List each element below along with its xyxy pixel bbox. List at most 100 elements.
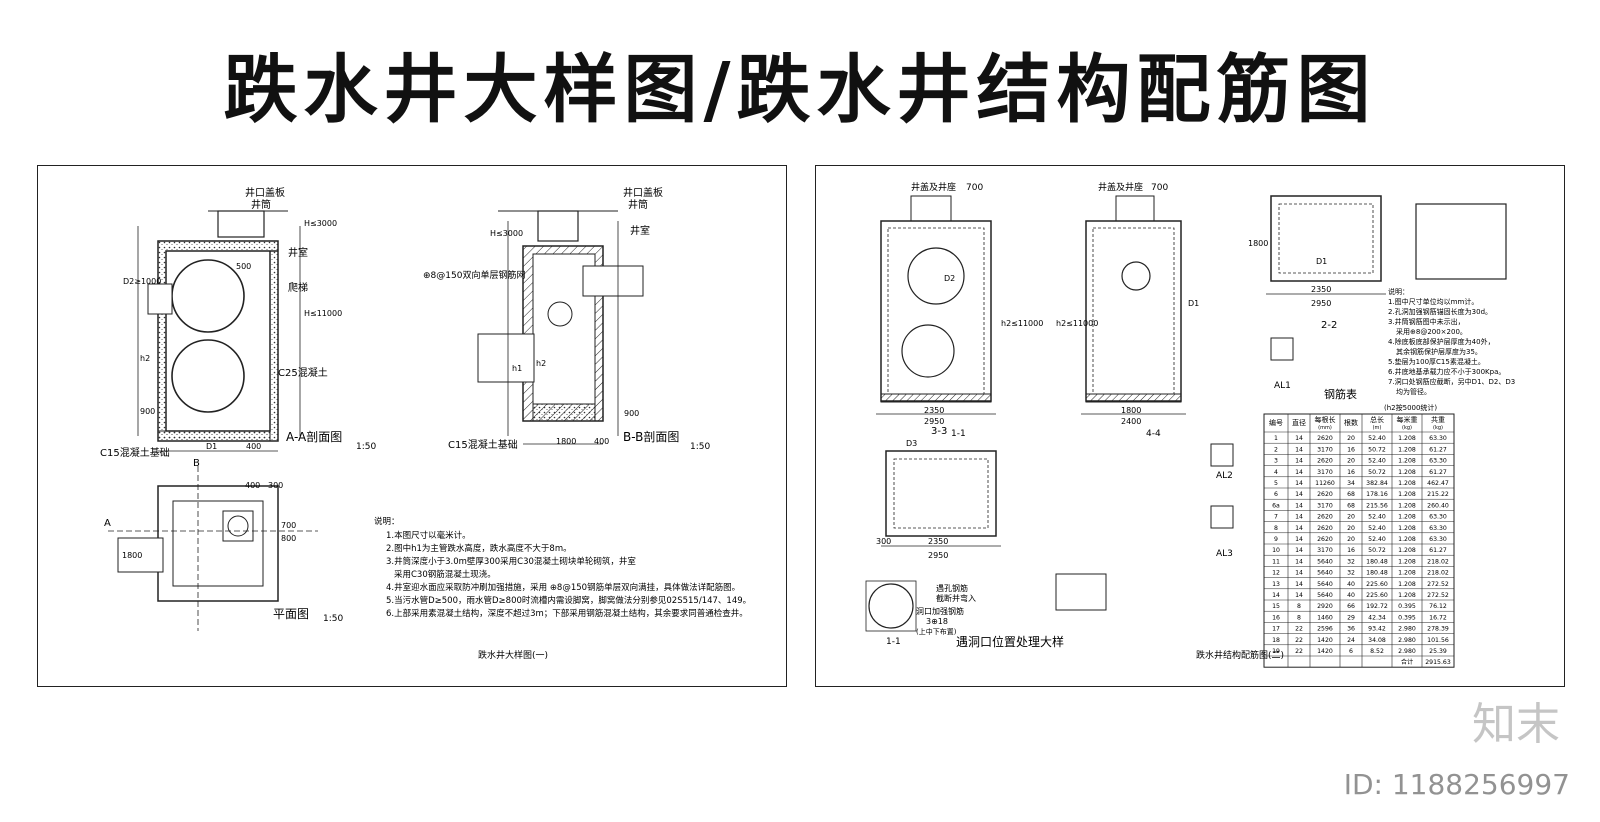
plan-scale: 1:50 — [323, 614, 343, 624]
rebar-cell: 5640 — [1317, 570, 1333, 577]
rebar-cell: 2.980 — [1398, 637, 1416, 644]
rebar-header-cell: 共重 — [1431, 415, 1445, 424]
plan-label-5: 700 — [281, 521, 296, 530]
rebar-cell: 20 — [1347, 458, 1355, 465]
beam-0: AL1 — [1274, 381, 1291, 391]
aa-label-6: D2≥1000 — [123, 277, 161, 286]
aa-label-3: 爬梯 — [288, 281, 308, 294]
v1-label-3: h2≤11000 — [1001, 319, 1043, 328]
page-title: 跌水井大样图/跌水井结构配筋图 — [223, 47, 1377, 133]
rebar-cell: 4 — [1274, 469, 1278, 476]
rebar-cell: 8 — [1274, 525, 1278, 532]
rebar-cell: 50.72 — [1368, 446, 1386, 453]
v2-label-1: 2400 — [1121, 417, 1141, 426]
rebar-cell: 6 — [1349, 648, 1353, 655]
rebar-cell: 40 — [1347, 592, 1355, 599]
plan-label-4: 1800 — [122, 551, 142, 560]
s2-note-6: 5.垫层为100厚C15素混凝土。 — [1388, 357, 1485, 366]
rebar-subtitle: (h2按5000统计) — [1384, 403, 1437, 412]
bb-label-2: 井室 — [630, 224, 650, 237]
rebar-cell: 5640 — [1317, 581, 1333, 588]
rebar-cell: 50.72 — [1368, 469, 1386, 476]
bb-label-6: h2 — [536, 359, 546, 368]
rebar-cell: 14 — [1295, 469, 1303, 476]
plan-label-1: A — [104, 518, 111, 529]
rebar-cell: 278.39 — [1427, 626, 1449, 633]
rebar-cell: 180.48 — [1366, 558, 1388, 565]
rebar-header-cell: 总长 — [1370, 415, 1384, 424]
rebar-cell: 5640 — [1317, 558, 1333, 565]
s2-note-8: 7.洞口处钢筋应截断，另中D1、D2、D3 — [1388, 377, 1515, 386]
rebar-cell: 272.52 — [1427, 592, 1449, 599]
rebar-cell: 3170 — [1317, 469, 1333, 476]
notes-heading: 说明： — [374, 516, 400, 527]
rebar-cell: 14 — [1295, 514, 1303, 521]
rebar-cell: 14 — [1295, 581, 1303, 588]
rebar-cell: 40 — [1347, 581, 1355, 588]
rebar-cell: 225.60 — [1366, 581, 1388, 588]
rebar-cell: 14 — [1295, 458, 1303, 465]
s2-note-9: 均为管径。 — [1396, 387, 1431, 396]
hole-label-0: 1-1 — [886, 637, 901, 647]
rebar-header-cell: (kg) — [1433, 425, 1443, 431]
s2-note-3: 采用⊕8@200×200。 — [1396, 327, 1467, 336]
rebar-cell: 3 — [1274, 458, 1278, 465]
v1-label-2: 1-1 — [951, 429, 966, 439]
aa-scale: 1:50 — [356, 442, 376, 452]
hole-label-4: 遇孔钢筋 — [936, 583, 968, 593]
rebar-cell: 3170 — [1317, 502, 1333, 509]
rebar-cell: 63.30 — [1429, 435, 1447, 442]
rebar-cell: 2620 — [1317, 525, 1333, 532]
v4-label-0: 2350 — [1311, 285, 1331, 294]
rebar-cell: 1.208 — [1398, 502, 1416, 509]
aa-section: 井口盖板 井筒 井室 爬梯 C25混凝土 C15混凝土基础 D2≥1000 h2… — [100, 186, 376, 459]
rebar-cell: 14 — [1295, 446, 1303, 453]
v2-top: 井盖及井座 — [1098, 181, 1143, 193]
rebar-cell: 0.395 — [1398, 603, 1416, 610]
hole-label-1: 洞口加强钢筋 — [916, 606, 964, 616]
note-line-4: 4.井室迎水面应采取防冲刷加强措施，采用 ⊕8@150钢筋单层双向满挂，具体做法… — [386, 582, 740, 593]
rebar-header-cell: 每米重 — [1397, 415, 1418, 424]
rebar-cell: 13 — [1272, 581, 1280, 588]
plan-title: 平面图 — [273, 607, 309, 621]
rebar-cell: 1.208 — [1398, 536, 1416, 543]
rebar-cell: 3170 — [1317, 446, 1333, 453]
rebar-cell: 50.72 — [1368, 547, 1386, 554]
rebar-cell: 61.27 — [1429, 547, 1447, 554]
rebar-cell: 218.02 — [1427, 570, 1449, 577]
rebar-cell: 14 — [1295, 435, 1303, 442]
rebar-cell: 52.40 — [1368, 525, 1386, 532]
rebar-cell: 8 — [1297, 603, 1301, 610]
rebar-cell: 76.12 — [1429, 603, 1447, 610]
drawing-sheet-2: 井盖及井座 700 2350 2950 1-1 h2≤11000 D2 井盖及井… — [815, 165, 1565, 687]
aa-label-8: H≤11000 — [304, 309, 342, 318]
rebar-cell: 63.30 — [1429, 525, 1447, 532]
rebar-title: 钢筋表 — [1324, 387, 1357, 401]
bb-label-8: 1800 — [556, 437, 576, 446]
s2-note-1: 2.孔洞加强钢筋锚固长度为30d。 — [1388, 307, 1492, 316]
rebar-cell: 68 — [1347, 491, 1355, 498]
v3-label-0: D3 — [906, 439, 917, 448]
rebar-header-cell: 每根长 — [1315, 415, 1336, 424]
aa-label-0: 井口盖板 — [245, 186, 285, 199]
rebar-cell: 1.208 — [1398, 480, 1416, 487]
rebar-cell: 16 — [1347, 469, 1355, 476]
rebar-cell: 10 — [1272, 547, 1280, 554]
rebar-cell: 2620 — [1317, 435, 1333, 442]
note-line-0: 1.本图尺寸以毫米计。 — [386, 530, 471, 541]
aa-label-5: C15混凝土基础 — [100, 446, 170, 459]
rebar-cell: 6 — [1274, 491, 1278, 498]
rebar-cell: 462.47 — [1427, 480, 1449, 487]
plan-label-0: B — [193, 458, 200, 469]
rebar-cell: 0.395 — [1398, 614, 1416, 621]
v3-label-3: 300 — [876, 537, 891, 546]
rebar-cell: 1.208 — [1398, 446, 1416, 453]
rebar-cell: 215.56 — [1366, 502, 1388, 509]
rebar-cell: 1.208 — [1398, 491, 1416, 498]
s2-note-7: 6.井底地基承载力应不小于300Kpa。 — [1388, 367, 1505, 376]
sheet1-caption: 跌水井大样图(一) — [478, 649, 548, 661]
rebar-cell: 1.208 — [1398, 547, 1416, 554]
sheet2-notes: 说明： 1.图中尺寸单位均以mm计。 2.孔洞加强钢筋锚固长度为30d。 3.井… — [1388, 287, 1515, 396]
rebar-cell: 20 — [1347, 514, 1355, 521]
rebar-cell: 8 — [1297, 614, 1301, 621]
